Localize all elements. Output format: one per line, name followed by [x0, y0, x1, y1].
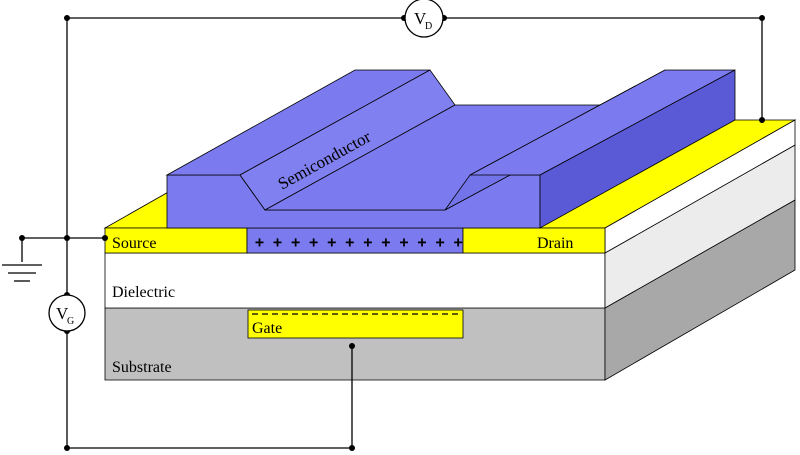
junction-dot — [102, 235, 108, 241]
gate-body — [247, 309, 464, 339]
gate-voltmeter-circle — [48, 294, 86, 332]
drain-voltmeter-circle — [404, 0, 444, 38]
gate-electrode — [247, 309, 464, 339]
substrate-label: Substrate — [112, 359, 172, 376]
source-label: Source — [112, 235, 156, 252]
semiconductor-body — [165, 69, 736, 229]
gate-voltmeter-letter: V — [56, 304, 69, 323]
junction-dot — [759, 117, 765, 123]
gate-bottom-wire — [66, 331, 353, 449]
junction-dot — [759, 15, 765, 21]
junction-dot — [64, 15, 70, 21]
junction-dot — [349, 343, 355, 349]
junction-dot — [64, 235, 70, 241]
drain-voltmeter-letter: V — [414, 9, 427, 28]
channel-charges: + + + + + + + + + + + + — [255, 233, 463, 251]
junction-dot — [64, 445, 70, 451]
drain-electrode — [462, 227, 606, 254]
gate-voltmeter-subscript: G — [67, 316, 74, 327]
dielectric-front — [104, 252, 606, 309]
semiconductor-side — [539, 69, 736, 229]
junction-dot — [349, 445, 355, 451]
gate-label: Gate — [252, 320, 282, 337]
junction-dot — [19, 235, 25, 241]
drain-voltmeter: V D — [404, 0, 444, 38]
gate-voltmeter: V G — [48, 294, 86, 332]
substrate-layer — [104, 199, 796, 381]
drain-label: Drain — [537, 235, 573, 252]
dielectric-label: Dielectric — [112, 284, 175, 301]
drain-voltmeter-subscript: D — [425, 21, 432, 32]
